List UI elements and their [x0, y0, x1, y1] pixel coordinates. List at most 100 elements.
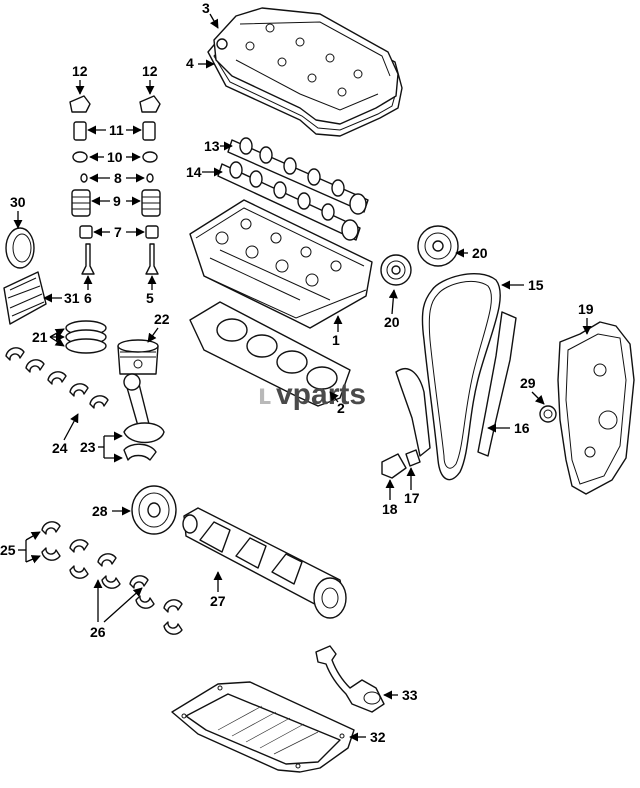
callout-13: 13	[204, 138, 220, 154]
callout-6: 6	[84, 290, 92, 306]
intake-camshaft	[227, 137, 369, 215]
connecting-rod	[123, 373, 165, 461]
callout-group-10: 10	[89, 149, 141, 165]
callout-17: 17	[404, 490, 420, 506]
callout-22: 22	[154, 311, 170, 327]
callout-group-9: 9	[91, 193, 141, 209]
callout-4: 4	[186, 55, 194, 71]
callout-group-20-lower: 20	[384, 289, 400, 330]
intake-valve	[81, 243, 95, 275]
valve-spring-retainers	[72, 151, 158, 163]
callout-group-18: 18	[382, 479, 398, 517]
watermark-brand: vparts	[276, 378, 366, 411]
callout-group-21: 21	[32, 328, 65, 347]
callout-30: 30	[10, 194, 26, 210]
chain-tensioner	[381, 449, 421, 479]
callout-group-7: 7	[93, 224, 145, 240]
valve-cover	[213, 7, 399, 125]
cylinder-head	[189, 199, 373, 329]
callout-12-left: 12	[72, 63, 88, 79]
callout-15: 15	[528, 277, 544, 293]
callout-group-13: 13	[204, 138, 233, 154]
head-gasket	[189, 301, 351, 407]
oil-pickup-tube	[315, 645, 385, 713]
callout-32: 32	[370, 729, 386, 745]
rear-main-seal	[5, 227, 35, 269]
callout-group-8: 8	[89, 170, 145, 186]
callout-group-11: 11	[87, 122, 142, 138]
watermark-prefix: ʟ	[258, 378, 272, 411]
callout-group-22: 22	[147, 311, 170, 343]
cam-sprocket-lower	[380, 254, 412, 286]
piston-rings	[65, 320, 107, 354]
crankshaft	[182, 507, 347, 619]
rocker-arm-left	[69, 95, 91, 113]
callout-group-29: 29	[520, 375, 545, 405]
callout-7: 7	[114, 224, 122, 240]
callout-26: 26	[90, 624, 106, 640]
callout-24: 24	[52, 440, 68, 456]
exhaust-camshaft	[217, 161, 361, 241]
rod-bearings	[5, 347, 109, 409]
callout-14: 14	[186, 164, 202, 180]
rocker-arm-right	[139, 95, 161, 113]
chain-guide	[395, 311, 517, 457]
valve-springs	[71, 189, 161, 217]
callout-group-20-upper: 20	[455, 245, 488, 261]
vparts-watermark: ʟ vparts	[258, 378, 366, 411]
callout-group-23: 23	[80, 431, 123, 463]
timing-chain	[421, 273, 501, 481]
front-oil-seal	[539, 405, 557, 423]
callout-group-31: 31	[43, 290, 80, 306]
callout-group-4: 4	[186, 55, 215, 71]
callout-19: 19	[578, 301, 594, 317]
callout-group-16: 16	[487, 420, 530, 436]
callout-16: 16	[514, 420, 530, 436]
callout-group-3: 3	[202, 0, 219, 29]
lash-adjusters	[73, 121, 156, 141]
callout-18: 18	[382, 501, 398, 517]
callout-27: 27	[210, 593, 226, 609]
callout-group-2: 2	[329, 391, 345, 416]
callout-21: 21	[32, 329, 48, 345]
callout-group-1: 1	[332, 315, 343, 348]
callout-10: 10	[107, 149, 123, 165]
valve-stem-seals	[79, 225, 159, 239]
callout-group-28: 28	[92, 503, 131, 519]
callout-31: 31	[64, 290, 80, 306]
callout-group-24: 24	[52, 413, 79, 456]
callout-29: 29	[520, 375, 536, 391]
timing-cover	[557, 321, 635, 495]
callout-group-6: 6	[83, 275, 93, 306]
oil-pan	[171, 681, 355, 773]
callout-23: 23	[80, 439, 96, 455]
piston	[117, 339, 159, 375]
callout-group-15: 15	[501, 277, 544, 293]
callout-20-lower: 20	[384, 314, 400, 330]
callout-group-33: 33	[383, 687, 418, 703]
callout-group-19: 19	[578, 301, 594, 335]
callout-group-17: 17	[404, 467, 420, 506]
callout-12-right: 12	[142, 63, 158, 79]
callout-25: 25	[0, 542, 16, 558]
exhaust-valve	[145, 243, 159, 275]
main-bearings	[41, 521, 183, 635]
callout-9: 9	[113, 193, 121, 209]
callout-group-14: 14	[186, 164, 223, 180]
callout-3: 3	[202, 0, 210, 16]
callout-11: 11	[109, 122, 124, 138]
callout-group-27: 27	[210, 571, 226, 609]
callout-2: 2	[337, 400, 345, 416]
callout-8: 8	[114, 170, 122, 186]
callout-20-upper: 20	[472, 245, 488, 261]
cam-sprocket-upper	[417, 225, 459, 267]
callout-28: 28	[92, 503, 108, 519]
seal-retainer-plate	[3, 271, 47, 325]
callout-group-30: 30	[10, 194, 26, 229]
callout-1: 1	[332, 332, 340, 348]
callout-group-25: 25	[0, 531, 41, 564]
callout-5: 5	[146, 290, 154, 306]
callout-33: 33	[402, 687, 418, 703]
valve-keepers	[80, 173, 154, 183]
